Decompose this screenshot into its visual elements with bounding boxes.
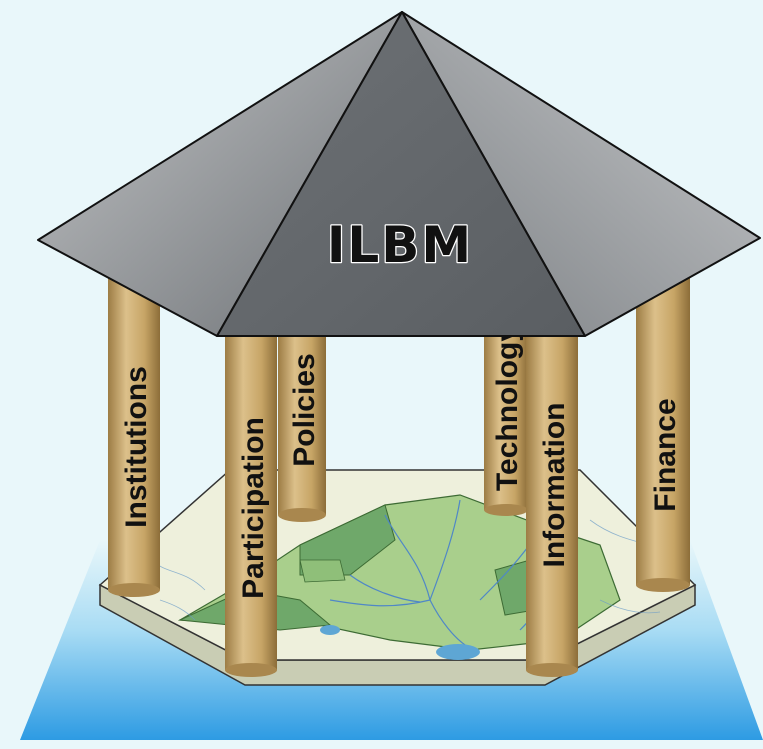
pillar-institutions: Institutions [108,265,160,597]
pillar-label: Technology [491,325,524,491]
pillar-finance: Finance [636,265,690,592]
lake [436,644,480,660]
pillar-information: Information [526,300,578,677]
watershed-map [149,494,661,660]
pillar-participation: Participation [225,300,277,677]
pillar-label: Finance [649,398,682,511]
roof-title: ILBM [327,216,473,274]
roof-face-front [216,11,586,337]
pillar-label: Participation [237,417,270,599]
lake [320,625,340,635]
roof: ILBM [37,11,761,337]
pillar-label: Institutions [120,366,153,528]
pillar-label: Policies [288,353,321,466]
pillar-label: Information [538,403,571,568]
